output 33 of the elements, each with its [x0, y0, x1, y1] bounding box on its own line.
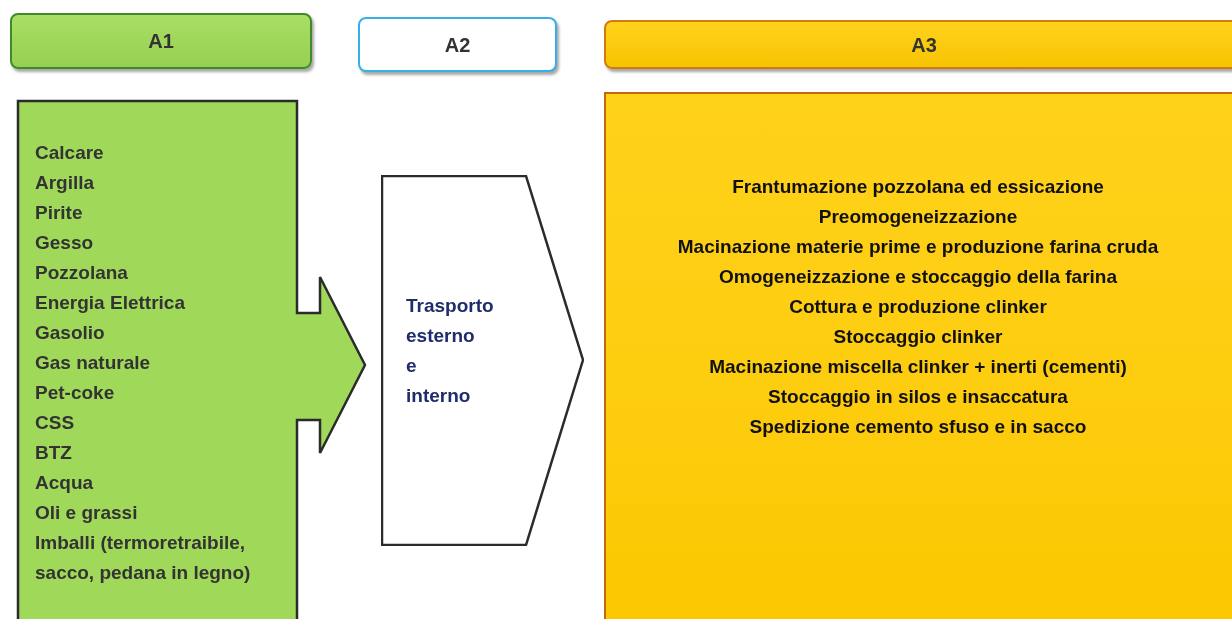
header-label: A3 — [911, 32, 937, 58]
step-text: Preomogeneizzazione — [818, 205, 1018, 229]
header-label: A1 — [148, 29, 174, 54]
arrow-callout-box — [17, 100, 367, 619]
list-item: CSS — [35, 411, 76, 435]
chevron-box — [381, 175, 584, 546]
step-text: Spedizione cemento sfuso e in sacco — [749, 415, 1087, 439]
header-box — [10, 13, 312, 69]
step-text: Macinazione miscella clinker + inerti (cementi) — [709, 355, 1127, 379]
step-text: Stoccaggio clinker — [833, 325, 1003, 349]
header-box — [358, 17, 557, 72]
step-text: Stoccaggio in silos e insaccatura — [768, 385, 1068, 409]
step-text: Frantumazione pozzolana ed essicazione — [732, 175, 1104, 199]
list-item: Pozzolana — [35, 261, 129, 285]
step-text: Macinazione materie prime e produzione farina cruda — [677, 235, 1159, 259]
process-panel — [604, 92, 1232, 619]
list-item: Gasolio — [35, 321, 106, 345]
list-item: Oli e grassi — [35, 501, 139, 525]
list-item: Gas naturale — [35, 351, 152, 375]
process-label: Trasporto esterno e interno — [406, 294, 495, 408]
list-item: Calcare — [35, 141, 105, 165]
list-item: Imballi (termoretraibile, sacco, pedana in legno) — [35, 531, 252, 585]
list-item: Pirite — [35, 201, 84, 225]
step-text: Cottura e produzione clinker — [789, 295, 1047, 319]
header-box — [604, 20, 1232, 69]
list-item: Energia Elettrica — [35, 291, 186, 315]
list-item: BTZ — [35, 441, 73, 465]
list-item: Pet-coke — [35, 381, 116, 405]
list-item: Argilla — [35, 171, 96, 195]
list-item: Acqua — [35, 471, 95, 495]
header-label: A2 — [444, 32, 471, 58]
list-item: Gesso — [35, 231, 95, 255]
step-text: Omogeneizzazione e stoccaggio della farina — [718, 265, 1117, 289]
